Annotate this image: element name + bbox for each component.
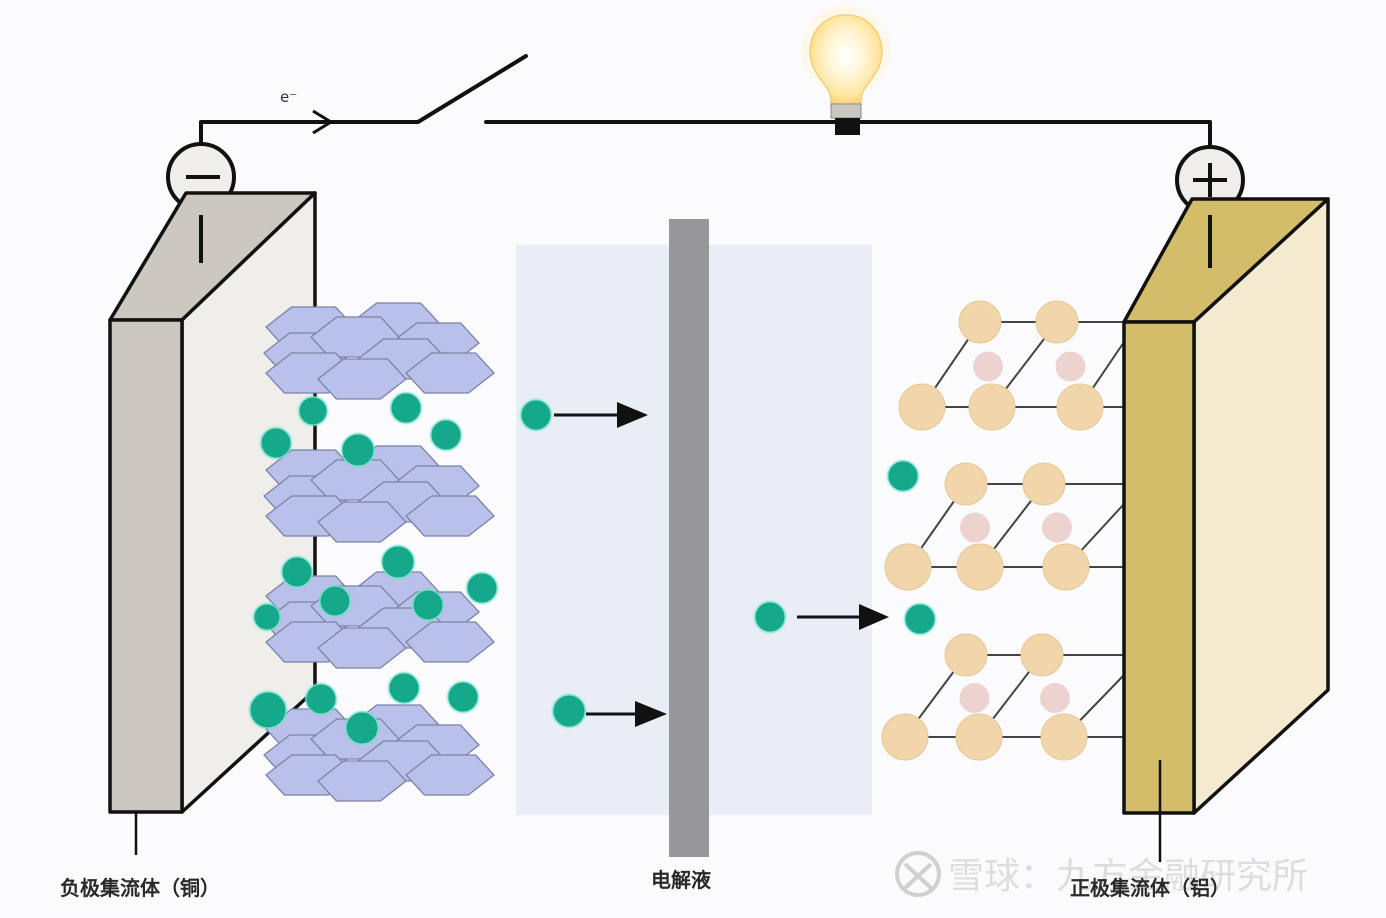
lithium-ion	[281, 556, 313, 588]
cathode-collector-label: 正极集流体（铝）	[1070, 876, 1230, 900]
lithium-ion	[552, 694, 586, 728]
graphite-hexagon	[317, 501, 407, 543]
electrolyte-label: 电解液	[651, 868, 712, 892]
ion-arrow	[554, 402, 648, 428]
cathode-atom-large	[898, 383, 946, 431]
lithium-ion	[305, 683, 337, 715]
lithium-ion	[253, 603, 281, 631]
graphite-hexagon	[405, 754, 495, 796]
graphite-hexagon	[405, 352, 495, 394]
graphite-sheet	[263, 445, 495, 543]
switch-lever	[416, 54, 528, 124]
lithium-ion	[249, 691, 287, 729]
lithium-ion	[447, 681, 479, 713]
cathode-atom-large	[1040, 713, 1088, 761]
electron-label: e⁻	[280, 88, 297, 106]
cathode-atom-large	[968, 383, 1016, 431]
cathode-layer	[881, 633, 1125, 761]
graphite-hexagon	[317, 358, 407, 400]
snowball-logo-icon	[895, 851, 941, 897]
graphite-hexagon	[317, 627, 407, 669]
watermark-text: 雪球：九方金融研究所	[948, 856, 1308, 897]
ion-arrow	[586, 701, 667, 727]
positive-terminal	[1175, 145, 1245, 215]
lithium-ion	[298, 396, 328, 426]
cathode-atom-large	[956, 543, 1004, 591]
cathode-atom-large	[1042, 543, 1090, 591]
lithium-ion	[345, 711, 379, 745]
cathode-atom-small	[1040, 683, 1070, 713]
lithium-ion	[887, 460, 919, 492]
cathode-atom-large	[881, 713, 929, 761]
graphite-sheet	[263, 302, 495, 400]
lithium-ion	[412, 589, 444, 621]
lithium-ion	[341, 433, 375, 467]
graphite-sheet	[263, 704, 495, 802]
cathode-layer	[898, 300, 1125, 431]
cathode-atom-large	[944, 633, 988, 677]
lithium-ion	[390, 392, 422, 424]
cathode-atom-large	[944, 462, 988, 506]
cathode-current-collector	[1122, 197, 1330, 815]
cathode-atom-large	[1056, 383, 1104, 431]
cathode-layer	[884, 462, 1125, 591]
watermark: 雪球：九方金融研究所	[895, 851, 1308, 897]
graphite-hexagon	[405, 495, 495, 537]
cathode-atom-small	[1042, 512, 1072, 543]
anode-collector-label: 负极集流体（铜）	[60, 876, 220, 900]
ion-arrows	[554, 402, 889, 727]
graphite-hexagon	[405, 621, 495, 663]
lithium-ion	[904, 603, 936, 635]
lithium-ion	[520, 399, 552, 431]
lithium-ion	[388, 672, 420, 704]
graphite-hexagon	[317, 760, 407, 802]
cathode-lattice	[881, 300, 1125, 761]
cathode-atom-large	[958, 300, 1002, 344]
lithium-ion	[319, 585, 351, 617]
ion-arrow	[797, 604, 889, 630]
separator	[669, 219, 709, 857]
lithium-ion	[430, 419, 462, 451]
cathode-atom-small	[1055, 351, 1086, 382]
electron-flow-arrow	[312, 109, 333, 135]
cathode-atom-large	[884, 543, 932, 591]
lithium-ions	[249, 392, 936, 745]
cathode-atom-small	[960, 512, 990, 543]
light-bulb-icon	[801, 5, 891, 135]
lithium-ion	[754, 601, 786, 633]
cathode-atom-large	[1022, 462, 1066, 506]
lithium-ion	[381, 545, 415, 579]
cathode-atom-large	[955, 713, 1003, 761]
cathode-atom-large	[1020, 633, 1064, 677]
cathode-atom-small	[959, 683, 990, 713]
lithium-ion	[466, 572, 498, 604]
cathode-atom-small	[973, 351, 1003, 382]
lithium-ion	[260, 427, 292, 459]
cathode-atom-large	[1035, 300, 1079, 344]
